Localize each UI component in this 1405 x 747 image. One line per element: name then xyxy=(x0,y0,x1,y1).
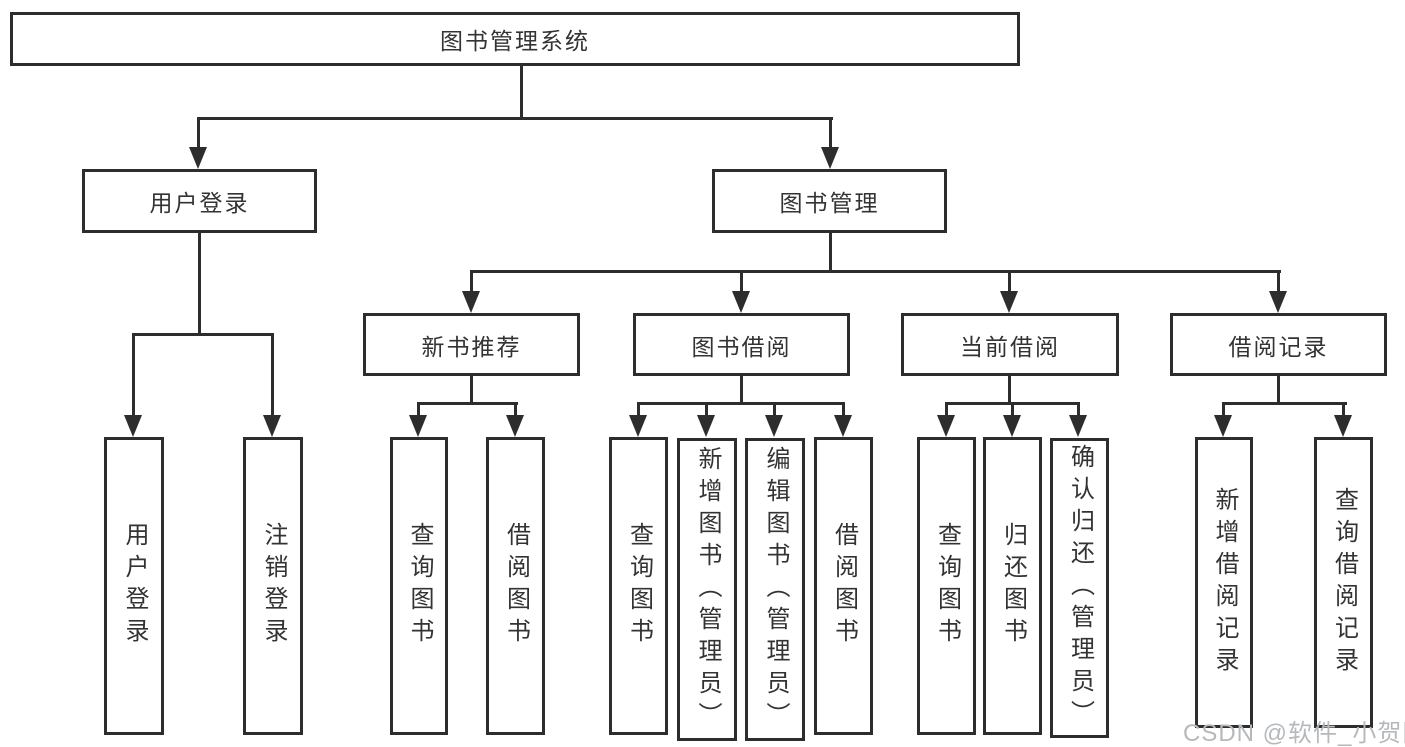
node-label: 借阅图书 xyxy=(502,522,530,650)
arrow-down-icon xyxy=(937,415,955,437)
arrow-down-icon xyxy=(765,415,783,437)
leaf-query-books: 查询图书 xyxy=(917,437,976,735)
node-label: 新增借阅记录 xyxy=(1211,486,1238,679)
node-library-management-system: 图书管理系统 xyxy=(10,12,1020,66)
connector-line xyxy=(1222,402,1347,405)
arrow-down-icon xyxy=(732,291,750,313)
connector-line xyxy=(842,402,845,416)
node-label: 图书管理 xyxy=(779,190,880,216)
connector-line xyxy=(1011,402,1014,416)
leaf-logout: 注销登录 xyxy=(243,437,303,735)
leaf-confirm-return-admin: 确认归还（管理员） xyxy=(1050,438,1109,738)
node-label: 查询图书 xyxy=(406,522,433,650)
connector-line xyxy=(740,270,743,293)
connector-line xyxy=(198,233,201,335)
arrow-down-icon xyxy=(1334,415,1352,437)
node-label: 图书管理系统 xyxy=(440,28,590,54)
node-user-login: 用户登录 xyxy=(82,169,317,233)
connector-line xyxy=(1008,270,1011,293)
arrow-down-icon xyxy=(1003,415,1021,437)
watermark: CSDN @软件_小贺同学 xyxy=(1183,720,1405,747)
node-label: 图书借阅 xyxy=(691,333,792,360)
connector-line xyxy=(417,402,420,416)
node-label: 当前借阅 xyxy=(960,333,1060,360)
node-label: 确认归还（管理员） xyxy=(1066,444,1094,732)
connector-line xyxy=(637,402,845,405)
connector-line xyxy=(740,376,743,404)
node-label: 注销登录 xyxy=(260,522,287,650)
leaf-add-book-admin: 新增图书（管理员） xyxy=(677,438,737,741)
arrow-down-icon xyxy=(189,147,207,169)
leaf-query-borrow-record: 查询借阅记录 xyxy=(1314,437,1373,728)
arrow-down-icon xyxy=(697,415,715,437)
arrow-down-icon xyxy=(506,415,524,437)
connector-line xyxy=(470,270,1281,273)
connector-line xyxy=(945,402,948,416)
connector-line xyxy=(417,402,518,405)
node-label: 归还图书 xyxy=(999,522,1027,650)
leaf-user-login: 用户登录 xyxy=(104,437,164,735)
arrow-down-icon xyxy=(629,415,647,437)
node-label: 查询借阅记录 xyxy=(1330,486,1358,679)
leaf-borrow-books: 借阅图书 xyxy=(486,437,545,735)
arrow-down-icon xyxy=(409,415,427,437)
connector-line xyxy=(705,402,708,416)
arrow-down-icon xyxy=(821,147,839,169)
arrow-down-icon xyxy=(124,415,142,437)
leaf-return-books: 归还图书 xyxy=(983,437,1042,735)
connector-line xyxy=(773,402,776,416)
connector-line xyxy=(132,333,274,336)
leaf-query-books: 查询图书 xyxy=(609,437,668,735)
node-current-borrowing: 当前借阅 xyxy=(901,313,1119,376)
leaf-add-borrow-record: 新增借阅记录 xyxy=(1195,437,1253,728)
node-label: 借阅记录 xyxy=(1228,333,1329,360)
connector-line xyxy=(520,64,523,119)
arrow-down-icon xyxy=(1214,415,1232,437)
connector-line xyxy=(514,402,517,416)
leaf-edit-book-admin: 编辑图书（管理员） xyxy=(745,438,805,741)
connector-line xyxy=(1077,402,1080,416)
arrow-down-icon xyxy=(1269,291,1287,313)
node-borrowing-records: 借阅记录 xyxy=(1170,313,1387,376)
leaf-query-books: 查询图书 xyxy=(390,437,448,735)
node-label: 新书推荐 xyxy=(421,333,522,360)
node-new-book-recommendation: 新书推荐 xyxy=(363,313,580,376)
node-label: 借阅图书 xyxy=(830,522,858,650)
connector-line xyxy=(1277,376,1280,404)
connector-line xyxy=(197,117,833,120)
node-label: 查询图书 xyxy=(933,522,961,650)
arrow-down-icon xyxy=(263,415,281,437)
arrow-down-icon xyxy=(1000,291,1018,313)
connector-line xyxy=(1222,402,1225,416)
connector-line xyxy=(637,402,640,416)
connector-line xyxy=(197,117,200,149)
connector-line xyxy=(271,333,274,417)
node-label: 新增图书（管理员） xyxy=(694,445,721,734)
node-label: 用户登录 xyxy=(121,522,148,650)
node-label: 查询图书 xyxy=(625,522,653,650)
connector-line xyxy=(1008,376,1011,404)
connector-line xyxy=(829,233,832,272)
connector-line xyxy=(829,117,832,149)
arrow-down-icon xyxy=(1069,415,1087,437)
arrow-down-icon xyxy=(834,415,852,437)
connector-line xyxy=(1342,402,1345,416)
node-label: 编辑图书（管理员） xyxy=(762,445,789,734)
leaf-borrow-books: 借阅图书 xyxy=(814,437,873,735)
connector-line xyxy=(470,270,473,293)
node-book-management: 图书管理 xyxy=(712,169,947,233)
connector-line xyxy=(1277,270,1280,293)
node-book-borrowing: 图书借阅 xyxy=(633,313,850,376)
node-label: 用户登录 xyxy=(149,190,250,216)
connector-line xyxy=(132,333,135,417)
arrow-down-icon xyxy=(462,291,480,313)
connector-line xyxy=(470,376,473,404)
